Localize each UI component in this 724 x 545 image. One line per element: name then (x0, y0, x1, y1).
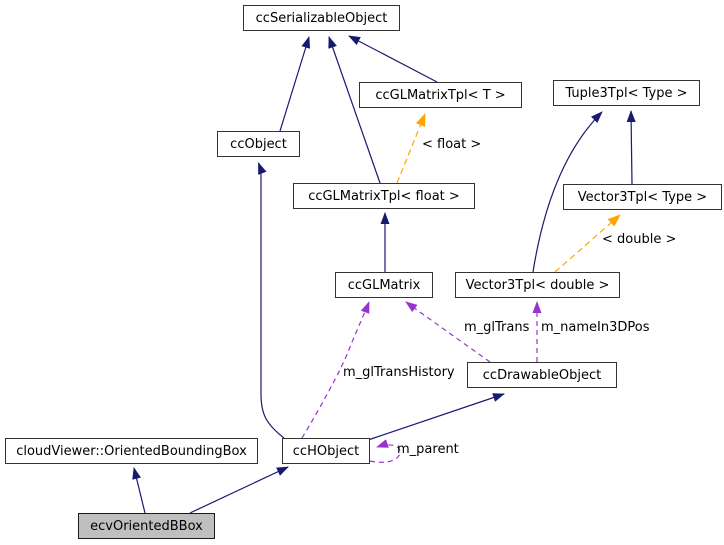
node-ccglmatrixtpl-float[interactable]: ccGLMatrixTpl< float > (293, 183, 475, 209)
node-cloudviewer-orientedboundingbox[interactable]: cloudViewer::OrientedBoundingBox (5, 438, 258, 464)
node-vector3tpl-double[interactable]: Vector3Tpl< double > (455, 272, 620, 298)
edge-label-template-double: < double > (602, 232, 677, 247)
node-ecvorientedbbox-current: ecvOrientedBBox (78, 513, 215, 539)
node-cchobject[interactable]: ccHObject (282, 438, 370, 464)
edge-ecvorientedbbox-to-orientedboundingbox (132, 467, 146, 514)
edge-ccglmatrixtplt-to-ccserializableobject (348, 35, 438, 83)
edge-vector3tpltype-to-tuple3tpl (626, 110, 636, 185)
edge-label-m-gltranshistory: m_glTransHistory (343, 365, 455, 380)
edge-template-double (554, 214, 621, 273)
edge-vector3tpldouble-to-tuple3tpl (532, 111, 603, 273)
edge-label-m-parent: m_parent (397, 442, 459, 457)
edge-cchobject-to-ccobject (257, 162, 285, 439)
edge-ccobject-to-ccserializableobject (279, 36, 311, 132)
edge-label-m-namein3dpos: m_nameIn3DPos (541, 320, 650, 335)
edge-m-parent-selfloop (369, 439, 401, 463)
edge-m-gltranshistory (301, 301, 370, 439)
edge-m-gltrans (405, 301, 491, 363)
node-ccdrawableobject[interactable]: ccDrawableObject (467, 362, 617, 388)
node-ccserializableobject[interactable]: ccSerializableObject (243, 5, 400, 31)
edge-cchobject-to-ccdrawableobject (367, 393, 505, 441)
edge-ccglmatrixtplfloat-to-ccserializableobject (328, 36, 381, 184)
node-ccglmatrix[interactable]: ccGLMatrix (335, 272, 433, 298)
edge-template-float (396, 113, 426, 184)
edge-ecvorientedbbox-to-cchobject (189, 466, 289, 514)
node-ccglmatrixtpl-t[interactable]: ccGLMatrixTpl< T > (359, 82, 522, 108)
node-vector3tpl-type[interactable]: Vector3Tpl< Type > (563, 184, 722, 210)
edge-label-m-gltrans: m_glTrans (464, 320, 530, 335)
edge-label-template-float: < float > (422, 137, 482, 152)
node-tuple3tpl-type[interactable]: Tuple3Tpl< Type > (553, 80, 700, 106)
node-ccobject[interactable]: ccObject (217, 131, 300, 157)
